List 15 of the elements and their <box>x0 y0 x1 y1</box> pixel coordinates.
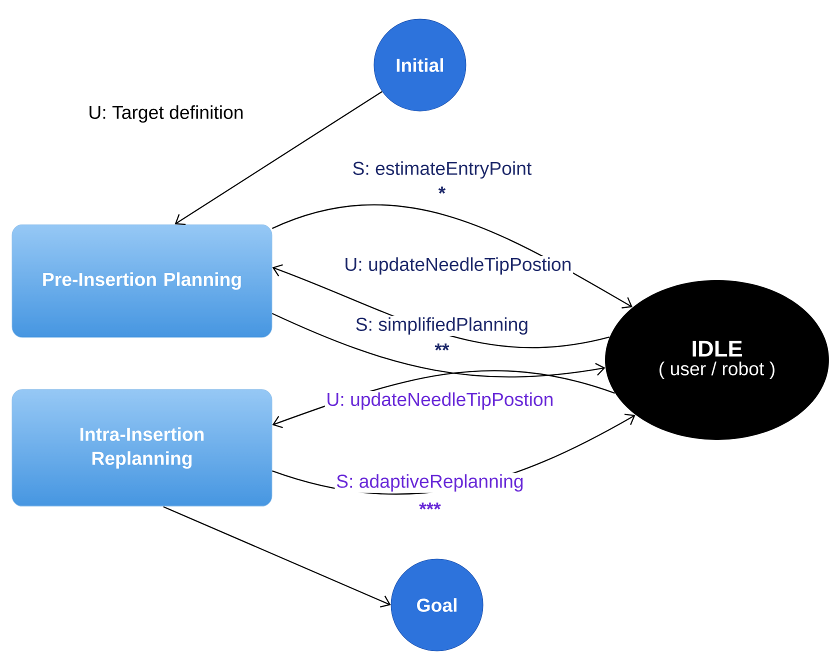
asterisk-mark: ** <box>433 342 451 358</box>
edge-label: S: estimateEntryPoint <box>350 160 534 180</box>
edge-label: U: updateNeedleTipPostion <box>324 391 556 412</box>
arrow <box>174 91 382 226</box>
edge-label: S: simplifiedPlanning <box>354 316 530 336</box>
state-box: Intra-Insertion Replanning <box>12 389 272 507</box>
arrow <box>272 204 632 308</box>
asterisk-mark: * <box>437 185 447 201</box>
arrow <box>163 506 391 608</box>
edge-label: S: adaptiveReplanning <box>334 472 526 493</box>
state-box: Pre-Insertion Planning <box>12 224 272 338</box>
edge-label: U: Target definition <box>86 104 246 124</box>
edge-label: U: updateNeedleTipPostion <box>342 256 574 276</box>
arrow <box>272 313 606 378</box>
asterisk-mark: *** <box>418 501 442 517</box>
